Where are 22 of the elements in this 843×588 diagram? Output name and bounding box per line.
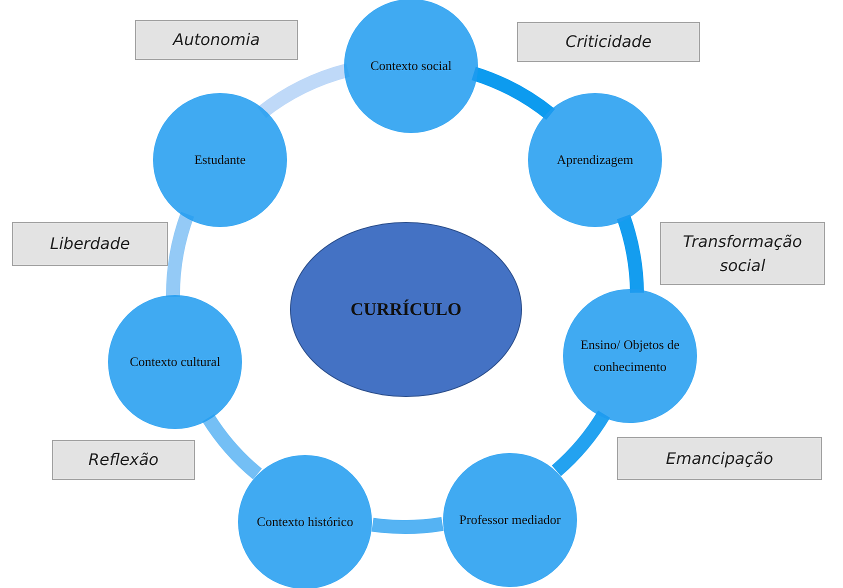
value-tag [517,22,700,62]
ring-segment [372,517,444,534]
value-tag [12,222,168,266]
tag-label: Autonomia [173,29,260,51]
circle-label: Estudante [194,150,246,169]
value-tag [660,222,825,285]
tag-label: Transformação social [682,230,804,276]
circle-label: Contexto social [370,56,452,75]
circle-label: Ensino/ Objetos de conhecimento [580,336,680,376]
circle-label: Professor mediador [459,510,561,529]
tag-label: Emancipação [666,448,774,470]
circle-label: Contexto histórico [256,512,354,531]
circle-label: Contexto cultural [130,352,220,371]
tag-label: Criticidade [565,31,652,53]
ring-segment [166,212,194,298]
value-tag [52,440,195,480]
value-tag [617,437,822,480]
value-tag [135,20,298,60]
center-title: CURRÍCULO [350,298,462,321]
tag-label: Reflexão [88,449,159,471]
circle-label: Aprendizagem [556,150,634,169]
tag-label: Liberdade [50,233,130,255]
